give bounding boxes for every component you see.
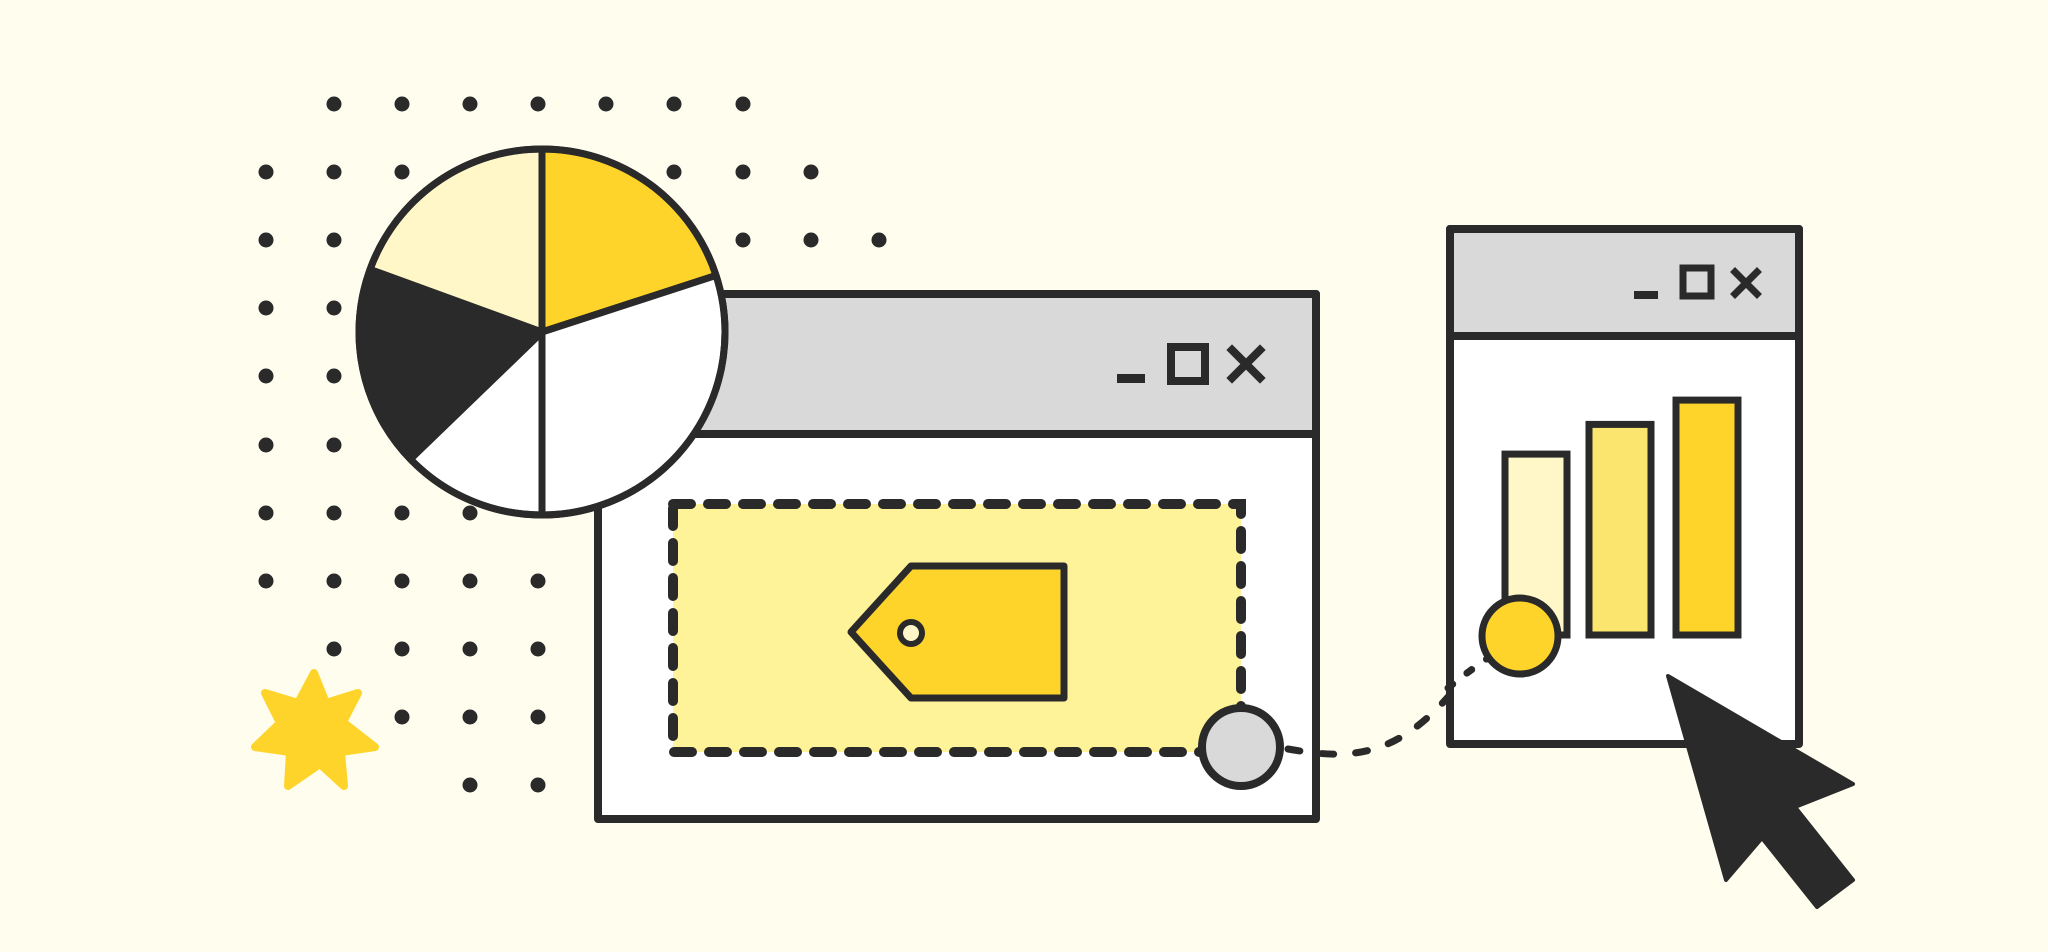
grid-dot: [326, 164, 342, 180]
close-icon[interactable]: [1226, 344, 1266, 384]
grid-dot: [394, 573, 410, 589]
grid-dot: [394, 96, 410, 112]
dot-grid-decoration: [258, 96, 887, 793]
grid-dot: [326, 300, 342, 316]
grid-dot: [462, 777, 478, 793]
bar: [1672, 396, 1742, 639]
grid-dot: [666, 96, 682, 112]
grid-dot: [326, 641, 342, 657]
grid-dot: [326, 437, 342, 453]
grid-dot: [530, 777, 546, 793]
grid-dot: [735, 232, 751, 248]
grid-dot: [462, 709, 478, 725]
grid-dot: [394, 641, 410, 657]
grid-dot: [258, 368, 274, 384]
grid-dot: [462, 96, 478, 112]
grid-dot: [258, 505, 274, 521]
grid-dot: [735, 164, 751, 180]
grid-dot: [258, 573, 274, 589]
minimize-icon[interactable]: [1117, 374, 1145, 383]
grid-dot: [871, 232, 887, 248]
eight-point-star-icon: [251, 669, 379, 790]
grid-dot: [803, 232, 819, 248]
pie-chart: [355, 145, 729, 519]
resize-handle[interactable]: [1198, 704, 1284, 790]
grid-dot: [326, 368, 342, 384]
maximize-icon[interactable]: [1679, 264, 1715, 300]
grid-dot: [394, 505, 410, 521]
grid-dot: [530, 641, 546, 657]
drag-path: [1284, 676, 1466, 758]
main-window: [594, 290, 1320, 823]
grid-dot: [462, 641, 478, 657]
grid-dot: [394, 709, 410, 725]
drag-path-tail: [1444, 646, 1504, 692]
grid-dot: [394, 164, 410, 180]
grid-dot: [462, 505, 478, 521]
minimize-icon[interactable]: [1634, 291, 1658, 299]
grid-dot: [735, 96, 751, 112]
grid-dot: [258, 437, 274, 453]
close-icon[interactable]: [1730, 267, 1762, 299]
price-tag-icon[interactable]: [847, 562, 1068, 702]
grid-dot: [326, 232, 342, 248]
mouse-pointer-icon: [1666, 674, 1855, 909]
grid-dot: [462, 573, 478, 589]
grid-dot: [258, 164, 274, 180]
maximize-icon[interactable]: [1167, 343, 1209, 385]
pie-chart-outline: [355, 145, 729, 519]
grid-dot: [530, 573, 546, 589]
grid-dot: [326, 96, 342, 112]
grid-dot: [326, 573, 342, 589]
grid-dot: [258, 300, 274, 316]
drag-dot[interactable]: [1478, 594, 1562, 678]
grid-dot: [803, 164, 819, 180]
bar: [1585, 420, 1655, 639]
chart-window-controls: [1634, 264, 1762, 300]
grid-dot: [598, 96, 614, 112]
grid-dot: [530, 709, 546, 725]
grid-dot: [326, 505, 342, 521]
grid-dot: [530, 96, 546, 112]
grid-dot: [258, 232, 274, 248]
grid-dot: [666, 164, 682, 180]
main-window-controls: [1117, 343, 1266, 385]
selection-marquee[interactable]: [668, 499, 1246, 757]
